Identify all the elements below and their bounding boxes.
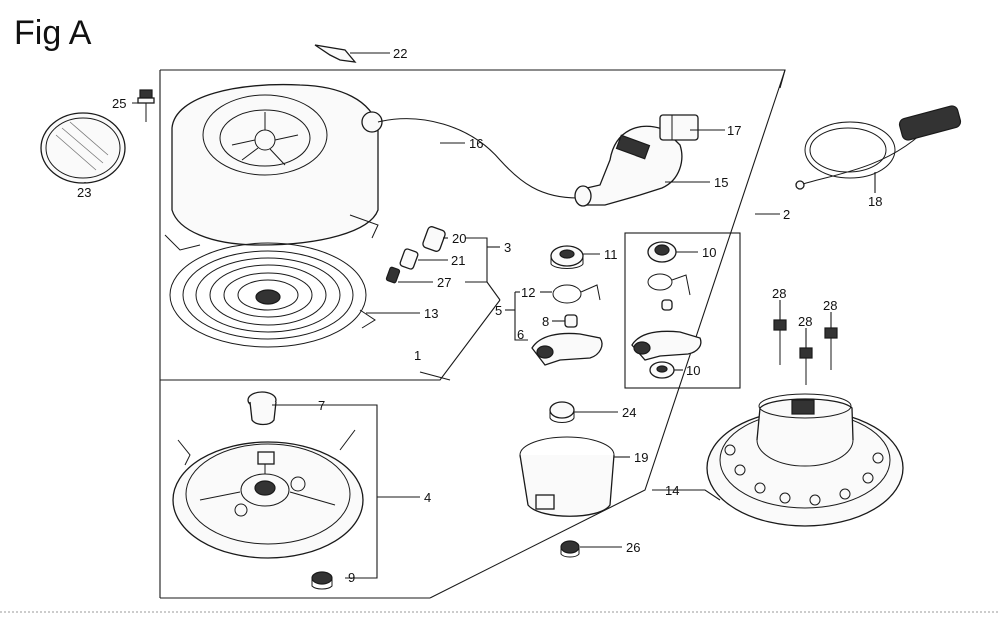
part-4-pulley: [172, 429, 364, 559]
part-17-cap: [659, 114, 699, 141]
part-19-guide: [519, 436, 615, 517]
label-10-top: 10: [702, 245, 716, 260]
part-10-bushing-top: [647, 241, 677, 263]
part-7-collar: [247, 391, 277, 426]
frame-item10: [624, 232, 741, 389]
label-5: 5: [495, 303, 502, 318]
label-9: 9: [348, 570, 355, 585]
part-21-pin: [399, 248, 419, 270]
label-25: 25: [112, 96, 126, 111]
part-28-bolt-right: [824, 327, 838, 370]
part-28-bolt-left: [773, 319, 787, 365]
label-11: 11: [604, 247, 618, 262]
label-20: 20: [452, 231, 466, 246]
part-14-starter-cup: [706, 393, 904, 527]
part-6-ratchet: [531, 332, 603, 366]
label-12: 12: [521, 285, 535, 300]
part-13-spring: [169, 242, 376, 348]
bracket-3: [465, 237, 488, 283]
part-12-spring: [552, 284, 601, 304]
part-15-handle: [574, 125, 683, 207]
label-4: 4: [424, 490, 431, 505]
label-17: 17: [727, 123, 741, 138]
part-8-cap: [564, 314, 578, 328]
label-21: 21: [451, 253, 465, 268]
part-22-label: [314, 44, 357, 63]
label-3: 3: [504, 240, 511, 255]
part-10-spring: [647, 273, 691, 311]
part-9-nut: [311, 571, 333, 590]
label-1: 1: [414, 348, 421, 363]
label-19: 19: [634, 450, 648, 465]
label-13: 13: [424, 306, 438, 321]
label-28-right: 28: [823, 298, 837, 313]
part-26-nut: [560, 540, 580, 558]
figure-title: Fig A: [14, 14, 92, 52]
part-16-rope: [377, 118, 579, 199]
label-16: 16: [469, 136, 483, 151]
part-24-bushing: [549, 401, 575, 423]
leader-3b: [486, 281, 501, 301]
part-28-bolt-middle: [799, 347, 813, 385]
label-6: 6: [517, 327, 524, 342]
part-25-bolt: [137, 89, 155, 122]
part-11-bushing: [550, 245, 584, 269]
label-23: 23: [77, 185, 91, 200]
bracket-4: [292, 404, 378, 579]
label-28-left: 28: [772, 286, 786, 301]
label-10-bottom: 10: [686, 363, 700, 378]
label-28-middle: 28: [798, 314, 812, 329]
main-frame-diagonal: [429, 69, 786, 599]
label-27: 27: [437, 275, 451, 290]
label-18: 18: [868, 194, 882, 209]
part-23-cover: [40, 112, 126, 184]
part-27-pin: [385, 266, 401, 284]
bracket-5-6: [514, 292, 528, 341]
part-10-bushing-bottom: [649, 361, 675, 379]
label-22: 22: [393, 46, 407, 61]
part-18-rope-assembly: [795, 105, 962, 190]
label-15: 15: [714, 175, 728, 190]
label-2: 2: [783, 207, 790, 222]
subframe-item4: [160, 299, 501, 381]
part-10-ratchet: [631, 330, 702, 361]
part-20-collar: [422, 226, 446, 252]
label-8: 8: [542, 314, 549, 329]
label-14: 14: [665, 483, 679, 498]
label-7: 7: [318, 398, 325, 413]
part-recoil-housing: [164, 83, 383, 251]
label-26: 26: [626, 540, 640, 555]
leader-1: [419, 371, 451, 381]
label-24: 24: [622, 405, 636, 420]
leader-14: [652, 489, 721, 501]
